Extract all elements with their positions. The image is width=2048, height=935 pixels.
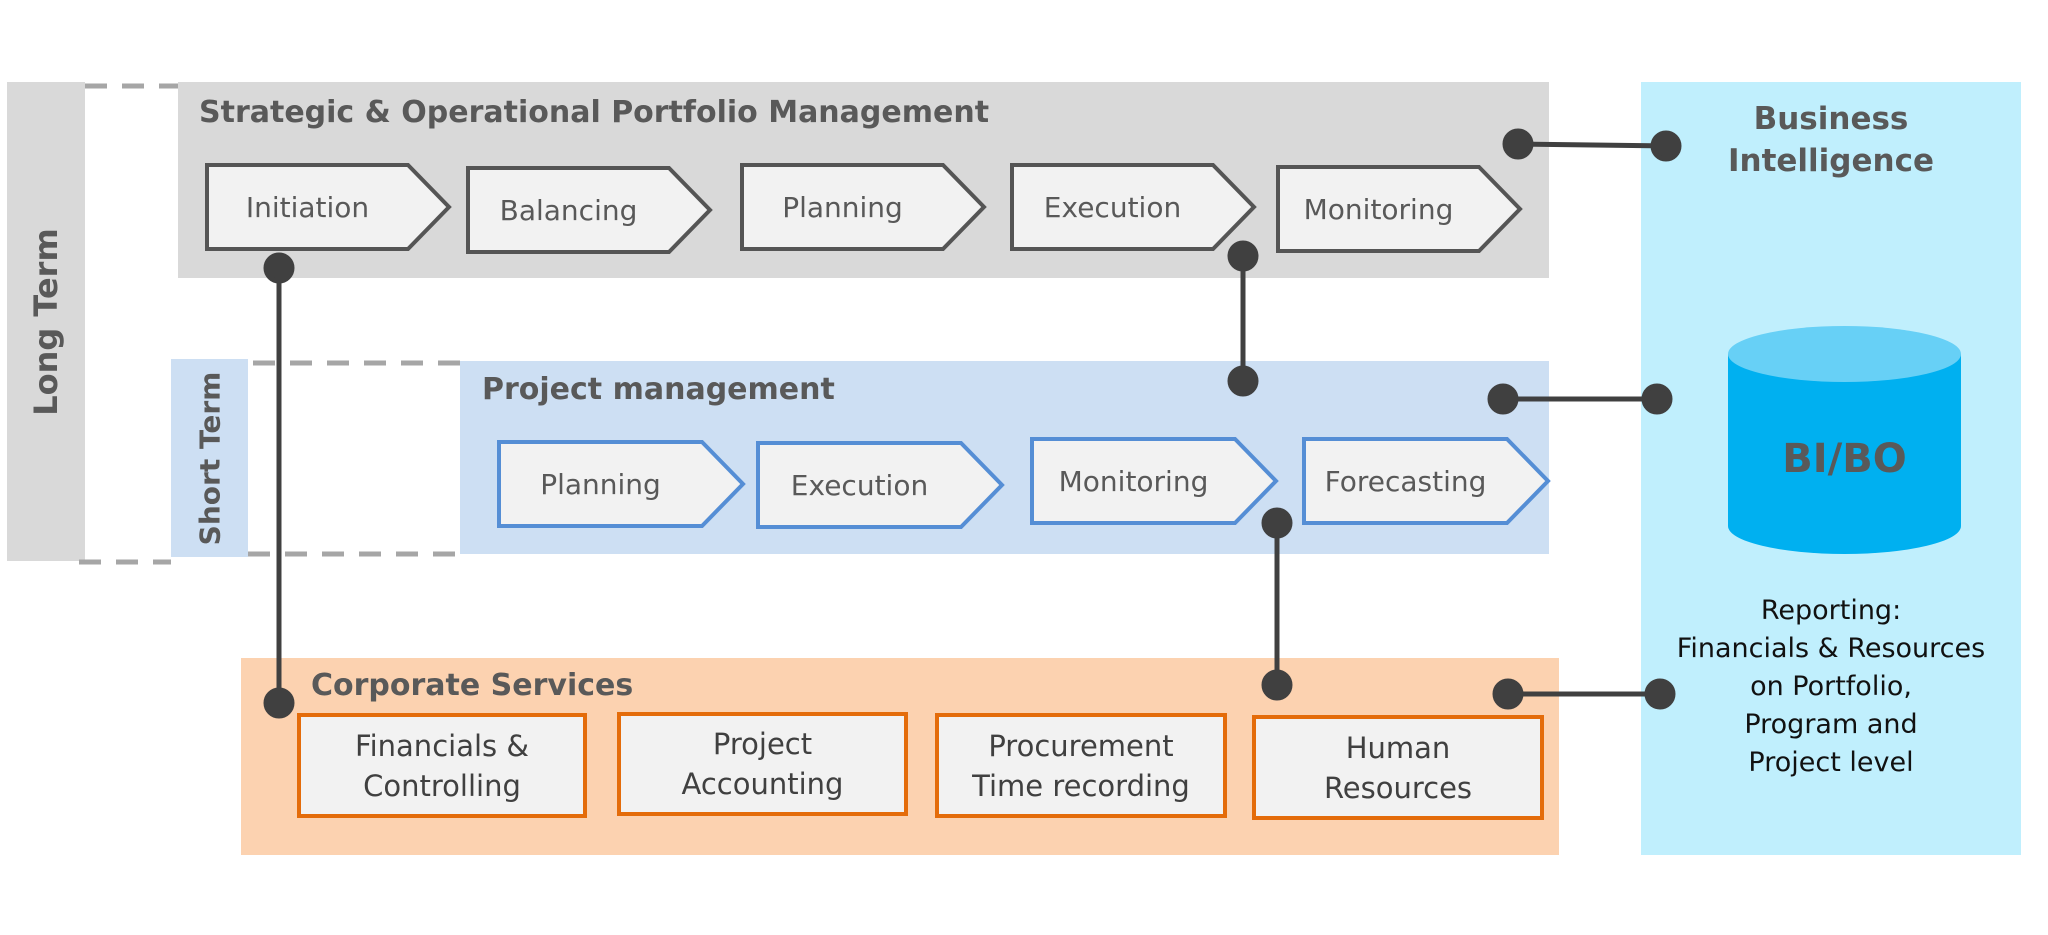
strategic-panel-title: Strategic & Operational Portfolio Manage… bbox=[199, 95, 990, 130]
project-step-monitoring: Monitoring bbox=[1030, 437, 1279, 525]
corporate-panel-title: Corporate Services bbox=[311, 668, 634, 703]
strategic-step-monitoring: Monitoring bbox=[1276, 165, 1523, 253]
chevron-shape-icon bbox=[466, 166, 713, 254]
bi-database: BI/BO bbox=[1728, 326, 1961, 556]
chevron-shape-icon bbox=[1030, 437, 1279, 525]
service-project-accounting: Project Accounting bbox=[617, 712, 908, 816]
project-panel-title: Project management bbox=[482, 372, 835, 407]
chevron-shape-icon bbox=[756, 441, 1005, 529]
connector-dot bbox=[1502, 128, 1534, 160]
project-step-forecasting: Forecasting bbox=[1302, 437, 1551, 525]
short-term-bar: Short Term bbox=[171, 359, 248, 557]
service-human-resources: Human Resources bbox=[1252, 715, 1544, 820]
connector-strategic-bi bbox=[1517, 141, 1667, 149]
chevron-shape-icon bbox=[1010, 163, 1257, 251]
strategic-step-execution: Execution bbox=[1010, 163, 1257, 251]
connector-dot bbox=[1227, 240, 1259, 272]
step-label: Monitoring bbox=[1058, 464, 1209, 498]
bi-database-label: BI/BO bbox=[1782, 436, 1907, 482]
service-label: Procurement Time recording bbox=[972, 728, 1190, 803]
step-label: Forecasting bbox=[1324, 464, 1487, 498]
chevron-shape-icon bbox=[205, 163, 452, 251]
step-label: Execution bbox=[790, 468, 929, 502]
connector-dot bbox=[1644, 678, 1676, 710]
strategic-step-balancing: Balancing bbox=[466, 166, 713, 254]
step-label: Monitoring bbox=[1303, 192, 1454, 226]
connector-dot bbox=[1261, 507, 1293, 539]
strategic-step-initiation: Initiation bbox=[205, 163, 452, 251]
connector-dot bbox=[1227, 365, 1259, 397]
service-label: Human Resources bbox=[1323, 730, 1473, 805]
project-step-planning: Planning bbox=[497, 440, 746, 528]
connector-dot bbox=[1492, 678, 1524, 710]
service-label: Financials & Controlling bbox=[355, 728, 529, 803]
service-label: Project Accounting bbox=[681, 727, 844, 801]
connector-dot bbox=[1650, 130, 1682, 162]
step-label: Planning bbox=[782, 190, 903, 224]
chevron-shape-icon bbox=[1302, 437, 1551, 525]
step-label: Balancing bbox=[499, 193, 638, 227]
connector-dot bbox=[263, 252, 295, 284]
database-cylinder-icon bbox=[1728, 326, 1961, 554]
chevron-shape-icon bbox=[1276, 165, 1523, 253]
long-term-bar: Long Term bbox=[7, 82, 85, 561]
chevron-shape-icon bbox=[740, 163, 987, 251]
bi-reporting-text: Reporting: Financials & Resources on Por… bbox=[1676, 595, 1986, 778]
project-step-execution: Execution bbox=[756, 441, 1005, 529]
connector-dot bbox=[263, 687, 295, 719]
connector-dot bbox=[1487, 383, 1519, 415]
chevron-shape-icon bbox=[497, 440, 746, 528]
step-label: Execution bbox=[1043, 190, 1182, 224]
connector-dot bbox=[1641, 383, 1673, 415]
service-procurement-time-recording: Procurement Time recording bbox=[935, 713, 1227, 818]
service-financials-controlling: Financials & Controlling bbox=[297, 713, 587, 818]
bi-panel-title: Business Intelligence bbox=[1727, 101, 1934, 179]
strategic-step-planning: Planning bbox=[740, 163, 987, 251]
step-label: Planning bbox=[540, 467, 661, 501]
connector-dot bbox=[1261, 669, 1293, 701]
step-label: Initiation bbox=[245, 190, 370, 224]
